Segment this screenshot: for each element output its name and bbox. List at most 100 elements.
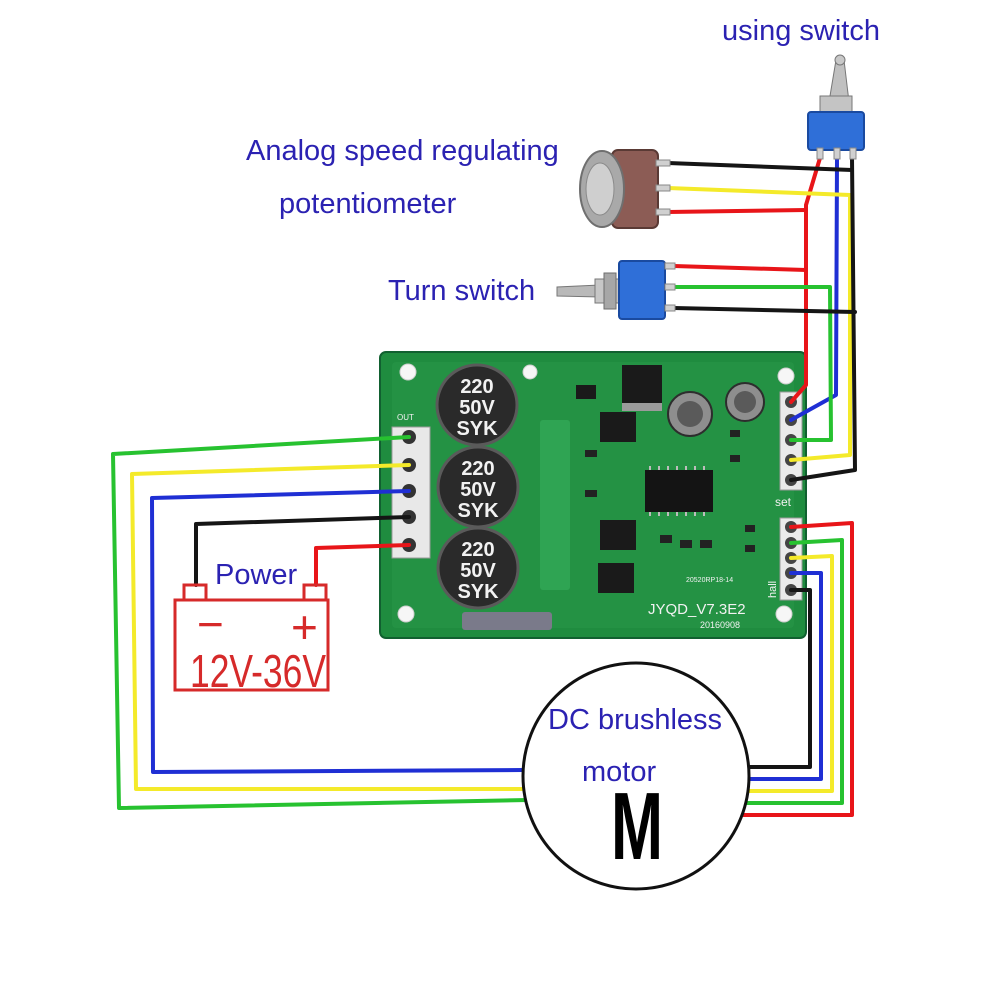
- capacitor-capacitance: 220: [461, 539, 494, 561]
- capacitor-2: 220 50V SYK: [436, 445, 520, 529]
- capacitor-body: [435, 363, 519, 447]
- smd-component: [680, 540, 692, 548]
- smd-component: [730, 455, 740, 462]
- hall-connector-label: hall: [767, 581, 779, 598]
- potentiometer-icon: [579, 149, 671, 229]
- battery-icon: − + 12V-36V: [173, 583, 330, 697]
- using-switch-icon: [807, 54, 865, 160]
- capacitor-brand: SYK: [457, 581, 499, 603]
- turn-switch-pin: [664, 262, 676, 270]
- wire-yellow-control: [666, 186, 852, 462]
- using-switch-pin: [816, 147, 824, 160]
- battery-negative-terminal: [182, 583, 208, 602]
- set-connector-label: set: [775, 495, 792, 509]
- mosfet: [600, 520, 636, 550]
- wire-black-turn-switch: [672, 306, 857, 314]
- wire-black-power-negative: [194, 515, 411, 587]
- small-transistor: [576, 385, 596, 399]
- mounting-hole: [399, 363, 417, 381]
- wire-blue-motor-phase: [150, 489, 526, 774]
- using-switch-pin: [833, 147, 841, 160]
- capacitor-voltage: 50V: [460, 479, 496, 501]
- using-switch-lever-tip: [834, 54, 846, 66]
- battery-plus-sign: +: [291, 601, 318, 653]
- power-label: Power: [215, 559, 298, 591]
- turn-switch-body: [618, 260, 666, 320]
- board-date-code: 20160908: [700, 620, 740, 630]
- turn-switch-pin: [664, 304, 676, 312]
- motor-label-line2: motor: [582, 756, 656, 788]
- turn-switch-pin: [664, 283, 676, 291]
- mounting-hole: [775, 605, 793, 623]
- capacitor-brand: SYK: [457, 500, 499, 522]
- out-connector-label: OUT: [397, 413, 414, 422]
- driver-ic: [645, 470, 713, 512]
- wire-yellow-motor-phase: [130, 463, 528, 791]
- wire-green-hall: [744, 538, 844, 805]
- mosfet: [598, 563, 634, 593]
- battery-minus-sign: −: [197, 598, 224, 650]
- wire-green-motor-phase: [111, 435, 530, 810]
- potentiometer-pin: [655, 184, 671, 192]
- control-wiring: [666, 156, 857, 482]
- potentiometer-pin: [655, 159, 671, 167]
- wire-black-potentiometer: [666, 161, 854, 172]
- turn-switch-icon: [556, 260, 676, 320]
- capacitor-voltage: 50V: [459, 397, 495, 419]
- small-capacitor-top: [677, 401, 703, 427]
- pcb-power-trace: [540, 420, 570, 590]
- wire-black-hall: [747, 588, 812, 769]
- motor-icon: DC brushless motor M: [521, 661, 751, 891]
- wire-yellow-hall: [746, 554, 834, 793]
- board-part-code: 20520RP18-14: [686, 577, 733, 584]
- potentiometer-label-line2: potentiometer: [279, 188, 457, 220]
- wire-red-control: [789, 156, 822, 404]
- smd-component: [585, 490, 597, 497]
- smd-component: [700, 540, 712, 548]
- capacitor-voltage: 50V: [460, 560, 496, 582]
- capacitor-brand: SYK: [456, 418, 498, 440]
- potentiometer-knob: [585, 162, 615, 216]
- potentiometer-label-line1: Analog speed regulating: [246, 135, 559, 167]
- smd-component: [585, 450, 597, 457]
- battery-body: [173, 598, 330, 692]
- smd-component: [730, 430, 740, 437]
- capacitor-body: [436, 526, 520, 610]
- board-model: JYQD_V7.3E2: [648, 601, 746, 618]
- voltage-regulator-tab: [622, 403, 662, 411]
- using-switch-pin: [849, 147, 857, 160]
- mounting-hole: [397, 605, 415, 623]
- mounting-hole: [777, 367, 795, 385]
- capacitor-1: 220 50V SYK: [435, 363, 519, 447]
- wire-blue-hall: [747, 571, 823, 781]
- driver-ic-pins: [649, 466, 705, 516]
- wire-red-power-positive: [314, 543, 411, 587]
- mosfet: [600, 412, 636, 442]
- hall-wiring: [740, 521, 854, 817]
- motor-symbol: M: [611, 773, 663, 880]
- battery-positive-terminal: [302, 583, 328, 602]
- battery-voltage-label: 12V-36V: [190, 645, 326, 697]
- motor-label-line1: DC brushless: [548, 704, 722, 736]
- using-switch-label: using switch: [722, 15, 880, 47]
- capacitor-capacitance: 220: [460, 376, 493, 398]
- motor-outline: [521, 661, 751, 891]
- wire-red-turn-switch: [672, 264, 808, 272]
- turn-switch-nut: [603, 272, 617, 310]
- turn-switch-label: Turn switch: [388, 275, 535, 307]
- potentiometer-pin: [655, 208, 671, 216]
- mounting-hole: [522, 364, 538, 380]
- smd-component: [660, 535, 672, 543]
- wire-red-hall: [740, 521, 854, 817]
- output-wiring: [111, 435, 530, 810]
- controller-board: 220 50V SYK 220 50V SYK 220 50V SYK: [379, 351, 807, 639]
- wire-red-potentiometer: [666, 208, 808, 214]
- current-shunt: [462, 612, 552, 630]
- capacitor-capacitance: 220: [461, 458, 494, 480]
- voltage-regulator: [622, 365, 662, 403]
- wire-green-control: [672, 285, 833, 442]
- wire-black-control: [789, 156, 857, 482]
- small-capacitor-top: [734, 391, 756, 413]
- capacitor-3: 220 50V SYK: [436, 526, 520, 610]
